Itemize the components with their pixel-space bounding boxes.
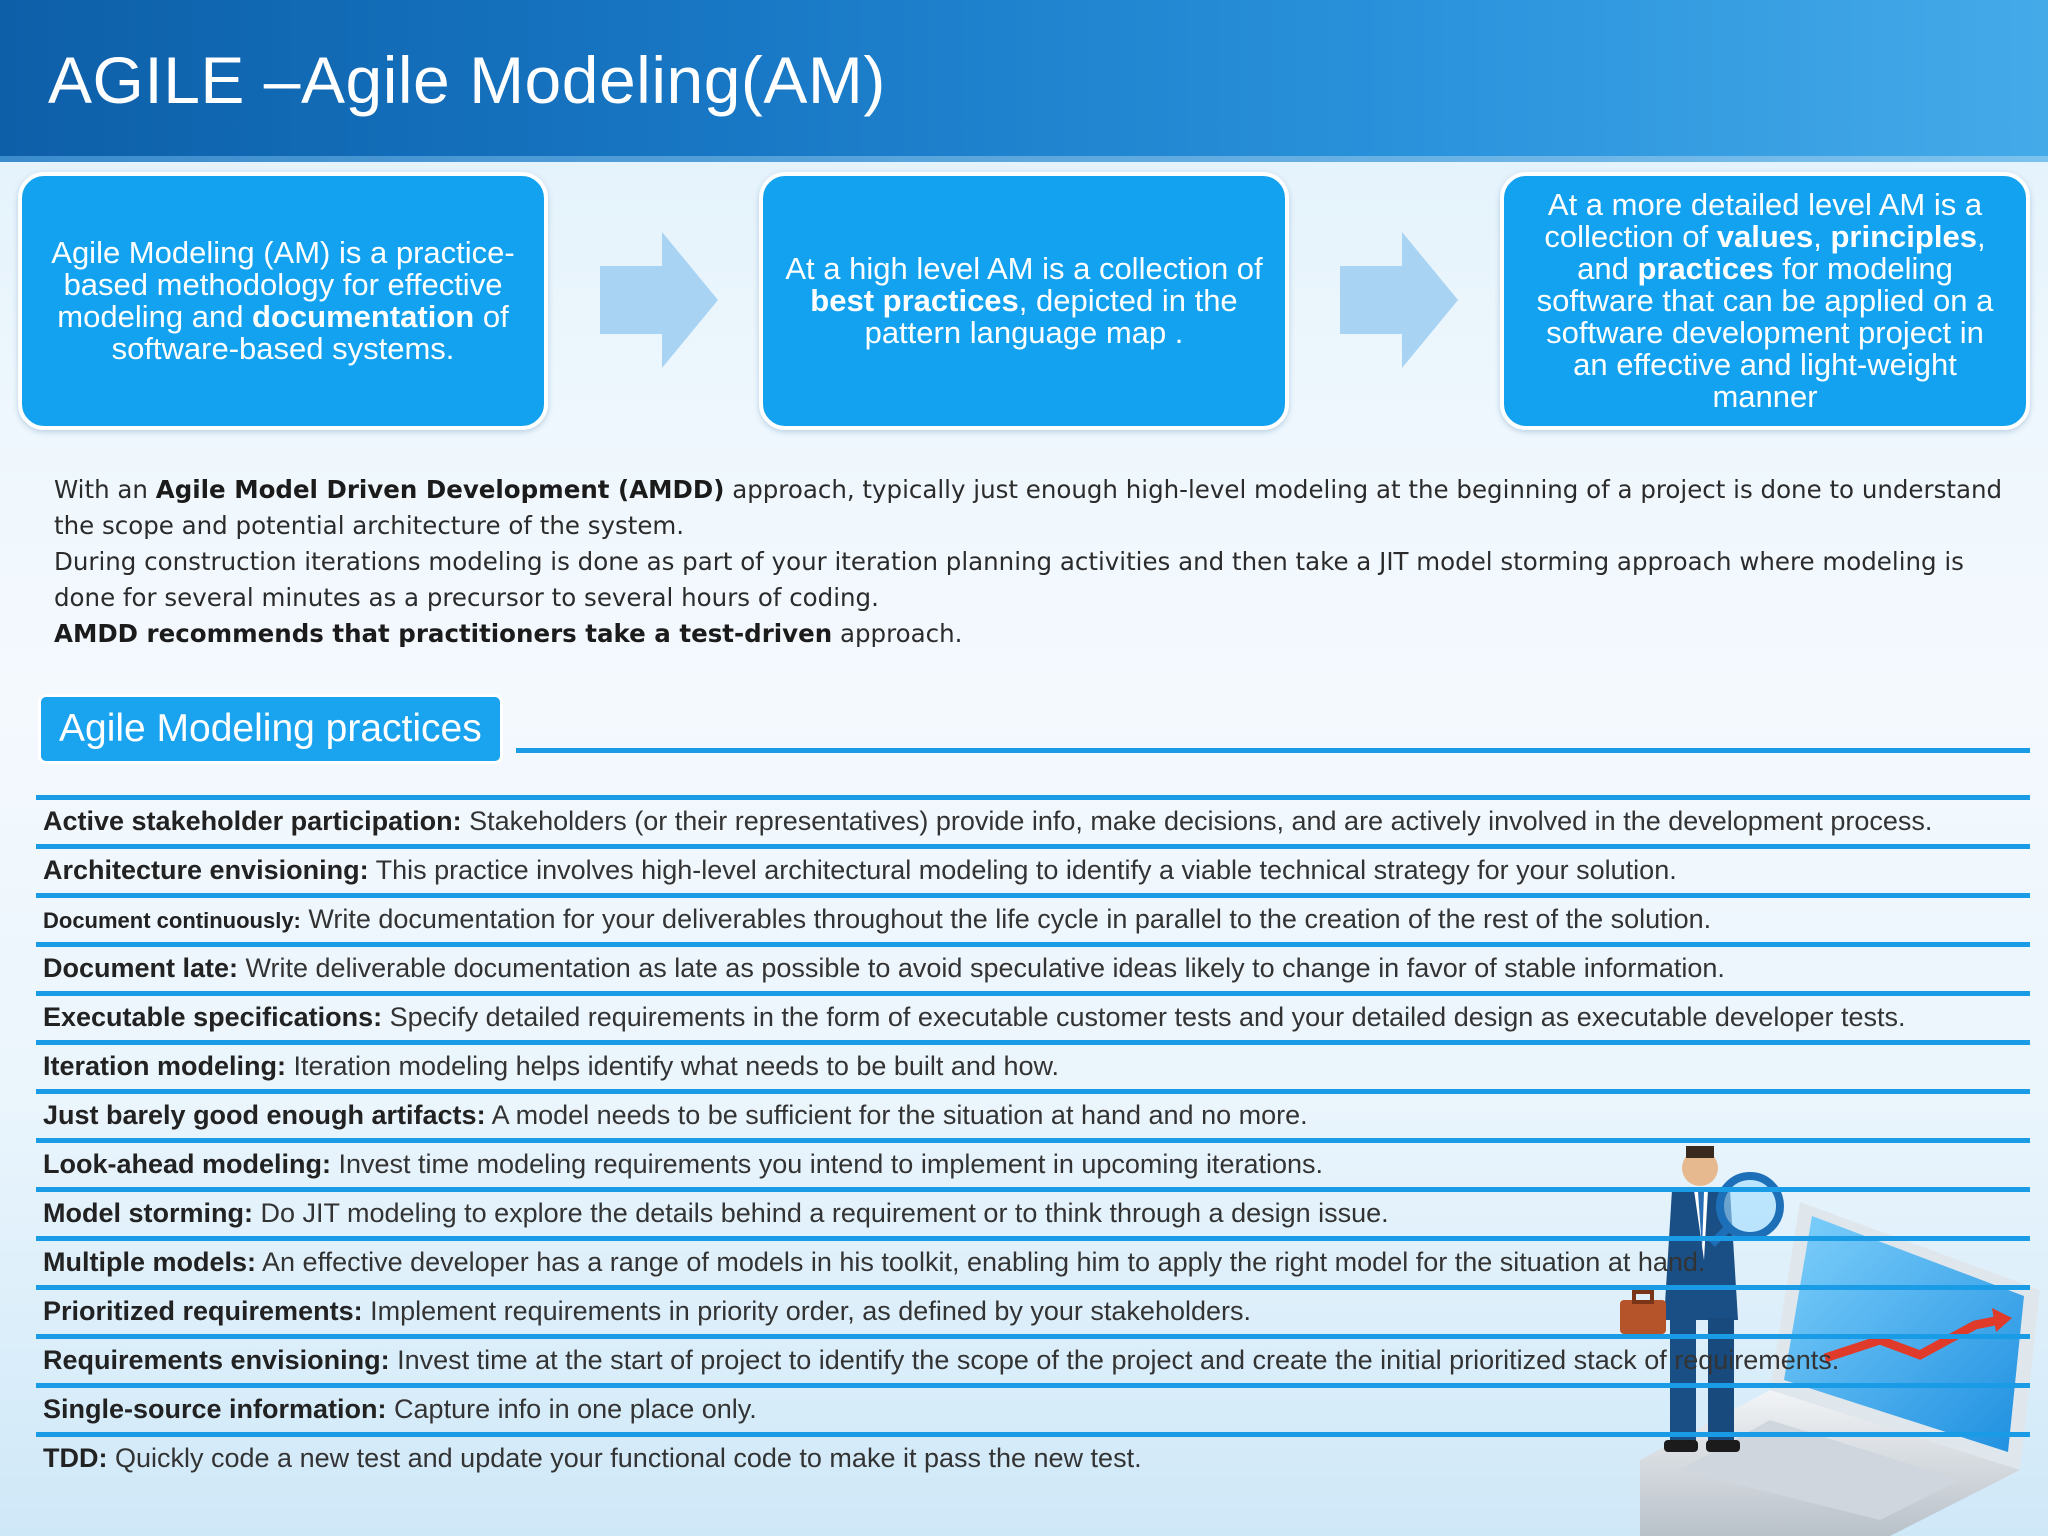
right-arrow-icon bbox=[1340, 232, 1458, 368]
card-detailed-level-text: At a more detailed level AM is a collect… bbox=[1536, 187, 1994, 414]
page-title: AGILE –Agile Modeling(AM) bbox=[48, 43, 886, 117]
practices-list: Active stakeholder participation: Stakeh… bbox=[36, 795, 2030, 1481]
list-item: Active stakeholder participation: Stakeh… bbox=[36, 795, 2030, 844]
list-item: Single-source information: Capture info … bbox=[36, 1383, 2030, 1432]
right-arrow-icon bbox=[600, 232, 718, 368]
intro-paragraph-2: During construction iterations modeling … bbox=[54, 547, 1964, 612]
list-item: Executable specifications: Specify detai… bbox=[36, 991, 2030, 1040]
card-definition-text: Agile Modeling (AM) is a practice-based … bbox=[51, 235, 515, 366]
list-item: Document late: Write deliverable documen… bbox=[36, 942, 2030, 991]
list-item: Model storming: Do JIT modeling to explo… bbox=[36, 1187, 2030, 1236]
card-high-level-text: At a high level AM is a collection of be… bbox=[785, 251, 1263, 350]
intro-paragraph-3: AMDD recommends that practitioners take … bbox=[54, 619, 963, 648]
list-item: Just barely good enough artifacts: A mod… bbox=[36, 1089, 2030, 1138]
list-item: Requirements envisioning: Invest time at… bbox=[36, 1334, 2030, 1383]
card-definition: Agile Modeling (AM) is a practice-based … bbox=[18, 172, 548, 430]
card-high-level: At a high level AM is a collection of be… bbox=[759, 172, 1289, 430]
intro-paragraph-1: With an Agile Model Driven Development (… bbox=[54, 475, 2003, 540]
section-divider bbox=[516, 748, 2030, 753]
amdd-intro: With an Agile Model Driven Development (… bbox=[54, 472, 2014, 652]
list-item: Architecture envisioning: This practice … bbox=[36, 844, 2030, 893]
list-item: Prioritized requirements: Implement requ… bbox=[36, 1285, 2030, 1334]
card-detailed-level: At a more detailed level AM is a collect… bbox=[1500, 172, 2030, 430]
section-heading: Agile Modeling practices bbox=[38, 694, 503, 764]
title-banner: AGILE –Agile Modeling(AM) bbox=[0, 0, 2048, 162]
list-item: Document continuously: Write documentati… bbox=[36, 893, 2030, 942]
list-item: Iteration modeling: Iteration modeling h… bbox=[36, 1040, 2030, 1089]
list-item: TDD: Quickly code a new test and update … bbox=[36, 1432, 2030, 1481]
list-item: Look-ahead modeling: Invest time modelin… bbox=[36, 1138, 2030, 1187]
list-item: Multiple models: An effective developer … bbox=[36, 1236, 2030, 1285]
